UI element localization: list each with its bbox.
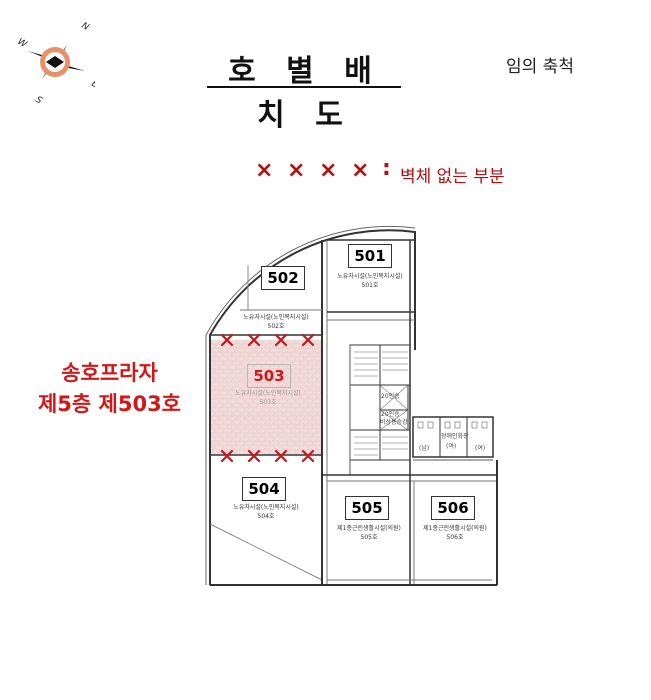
room-504-number: 504 xyxy=(242,477,286,501)
no-wall-markers-bottom xyxy=(220,449,315,463)
legend-colon: : xyxy=(382,156,391,181)
toilet-men-label: (남) xyxy=(419,445,430,452)
legend-label: 벽체 없는 부분 xyxy=(400,167,505,187)
legend: × × × × : 벽체 없는 부분 xyxy=(255,156,535,188)
room-505-use: 제1종근린생활시설(의원) 505호 xyxy=(337,525,401,541)
outer-wall xyxy=(209,229,416,585)
toilet-accessible-sub: (여) xyxy=(446,443,457,450)
legend-mark: × xyxy=(351,158,370,183)
elevator-b-label: 20인승 xyxy=(381,411,400,418)
room-501-number: 501 xyxy=(348,244,392,268)
room-505-number: 505 xyxy=(345,496,389,520)
scale-note: 임의 축척 xyxy=(506,57,574,77)
toilet-accessible-label: 장애인화장 xyxy=(441,433,469,440)
unit-503-highlight xyxy=(210,340,322,454)
page-title: 호 별 배 치 도 xyxy=(228,54,382,133)
room-503-number: 503 xyxy=(247,364,291,388)
compass-e-label: E xyxy=(90,79,96,91)
compass-icon: N W E S xyxy=(16,21,96,105)
room-504-use: 노유자시설(노인복지시설) 504호 xyxy=(233,504,299,520)
room-506-number: 506 xyxy=(431,496,475,520)
callout-building: 송호프라자 xyxy=(61,361,158,385)
elevator-b-note: 비상용승강 xyxy=(380,419,408,426)
compass-s-label: S xyxy=(34,95,44,105)
title-underline xyxy=(207,86,401,88)
room-502-use: 노유자시설(노인복지시설) 502호 xyxy=(243,314,309,330)
room-502-number: 502 xyxy=(261,266,305,290)
elevator-a-label: 20인승 xyxy=(381,393,400,400)
compass-n-label: N xyxy=(80,21,91,33)
no-wall-markers-top xyxy=(220,333,315,347)
legend-mark: × xyxy=(255,158,274,183)
legend-mark: × xyxy=(287,158,306,183)
unit-callout: 송호프라자 제5층 제503호 xyxy=(22,358,197,420)
room-503-use: 노유자시설(노인복지시설) 503호 xyxy=(235,390,301,406)
room-506-use: 제1종근린생활시설(의원) 506호 xyxy=(423,525,487,541)
room-501-use: 노유자시설(노인복지시설) 501호 xyxy=(337,273,403,289)
callout-unit: 제5층 제503호 xyxy=(37,392,182,416)
legend-mark: × xyxy=(319,158,338,183)
toilet-women-label: (여) xyxy=(475,445,486,452)
